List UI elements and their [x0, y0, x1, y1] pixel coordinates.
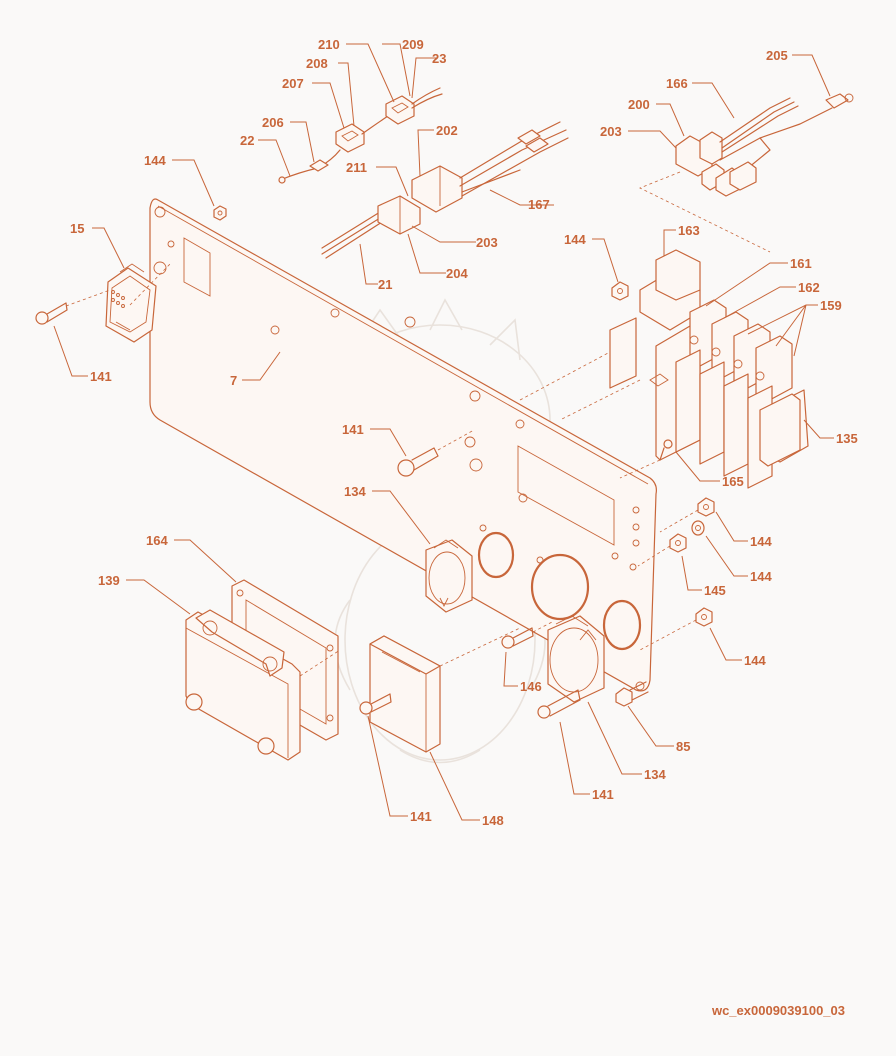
part-label-7: 7 [230, 373, 237, 388]
part-label-141: 141 [592, 787, 614, 802]
nut-144 [213, 205, 227, 221]
part-label-144: 144 [750, 569, 772, 584]
part-label-146: 146 [520, 679, 542, 694]
part-label-162: 162 [798, 280, 820, 295]
part-label-141: 141 [90, 369, 112, 384]
part-label-164: 164 [146, 533, 168, 548]
part-labels: 210 209 23 208 207 206 22 202 211 167 20… [70, 37, 858, 828]
rocker-switch [105, 263, 171, 343]
gasket-ring [602, 599, 642, 651]
bolt-85 [615, 681, 649, 707]
part-label-22: 22 [240, 133, 254, 148]
wire-harness-small [278, 87, 443, 184]
document-id: wc_ex0009039100_03 [711, 1003, 845, 1018]
leader-lines [53, 43, 834, 821]
socket-134 [425, 539, 473, 613]
gasket-ring [477, 531, 515, 579]
screw [35, 289, 111, 325]
part-label-85: 85 [676, 739, 690, 754]
part-label-163: 163 [678, 223, 700, 238]
part-label-144: 144 [744, 653, 766, 668]
washer-145 [691, 520, 705, 536]
nut-144 [639, 607, 713, 651]
part-label-161: 161 [790, 256, 812, 271]
gasket-ring [530, 553, 590, 621]
part-label-211: 211 [346, 160, 367, 175]
outlet-cover-148 [369, 627, 521, 753]
part-label-15: 15 [70, 221, 84, 236]
part-label-135: 135 [836, 431, 858, 446]
circuit-breaker-assembly [519, 249, 809, 489]
part-label-144: 144 [564, 232, 586, 247]
part-label-141: 141 [410, 809, 432, 824]
nut-144 [611, 281, 629, 301]
nut-144 [659, 497, 715, 533]
cover-lid-139 [185, 609, 341, 761]
part-label-139: 139 [98, 573, 120, 588]
part-label-205: 205 [766, 48, 788, 63]
screw-165 [619, 439, 673, 479]
screw [397, 429, 475, 477]
front-panel [149, 198, 657, 692]
part-label-203: 203 [600, 124, 622, 139]
part-label-203: 203 [476, 235, 498, 250]
part-label-167: 167 [528, 197, 550, 212]
screw [537, 689, 581, 719]
part-label-210: 210 [318, 37, 340, 52]
part-label-145: 145 [704, 583, 726, 598]
part-label-204: 204 [446, 266, 468, 281]
part-label-23: 23 [432, 51, 446, 66]
part-label-141: 141 [342, 422, 364, 437]
part-label-144: 144 [750, 534, 772, 549]
part-label-159: 159 [820, 298, 842, 313]
screw [359, 693, 392, 715]
part-label-166: 166 [666, 76, 688, 91]
part-label-134: 134 [344, 484, 366, 499]
part-label-207: 207 [282, 76, 304, 91]
socket-134 [547, 615, 605, 703]
part-label-209: 209 [402, 37, 424, 52]
part-label-200: 200 [628, 97, 650, 112]
part-label-134: 134 [644, 767, 666, 782]
screw-146 [501, 621, 553, 649]
nut-144 [637, 533, 687, 567]
wire-harness-main [321, 121, 569, 259]
part-label-206: 206 [262, 115, 284, 130]
part-label-144: 144 [144, 153, 166, 168]
wire-harness-right [639, 93, 854, 253]
part-label-148: 148 [482, 813, 504, 828]
part-label-21: 21 [378, 277, 392, 292]
part-label-202: 202 [436, 123, 458, 138]
part-label-208: 208 [306, 56, 328, 71]
part-label-165: 165 [722, 474, 744, 489]
